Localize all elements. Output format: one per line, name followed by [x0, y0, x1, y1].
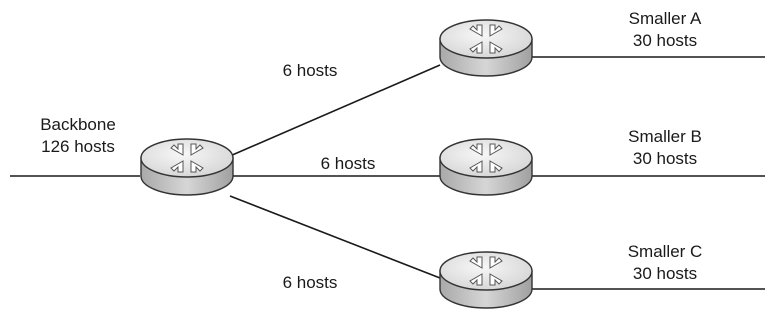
smaller-b-hosts: 30 hosts	[632, 149, 698, 168]
link-to-smaller-c	[229, 195, 441, 279]
router-icon	[141, 139, 233, 195]
router-icon	[440, 20, 532, 76]
smaller-a-hosts: 30 hosts	[632, 31, 698, 50]
backbone-hosts: 126 hosts	[41, 137, 115, 156]
smaller-b-label: Smaller B 30 hosts	[610, 126, 720, 170]
backbone-name: Backbone	[40, 115, 116, 134]
smaller-c-label: Smaller C 30 hosts	[610, 241, 720, 285]
link-to-smaller-a	[229, 64, 441, 157]
smaller-a-name: Smaller A	[628, 9, 702, 28]
smaller-c-hosts: 30 hosts	[632, 264, 698, 283]
router-icon	[440, 139, 532, 195]
smaller-b-name: Smaller B	[628, 127, 702, 146]
smaller-c-name: Smaller C	[627, 242, 703, 261]
link-a-label: 6 hosts	[282, 61, 338, 80]
link-b-label: 6 hosts	[320, 154, 376, 173]
link-c-label: 6 hosts	[282, 273, 338, 292]
smaller-a-label: Smaller A 30 hosts	[610, 8, 720, 52]
router-icon	[440, 252, 532, 308]
backbone-label: Backbone 126 hosts	[28, 114, 128, 158]
